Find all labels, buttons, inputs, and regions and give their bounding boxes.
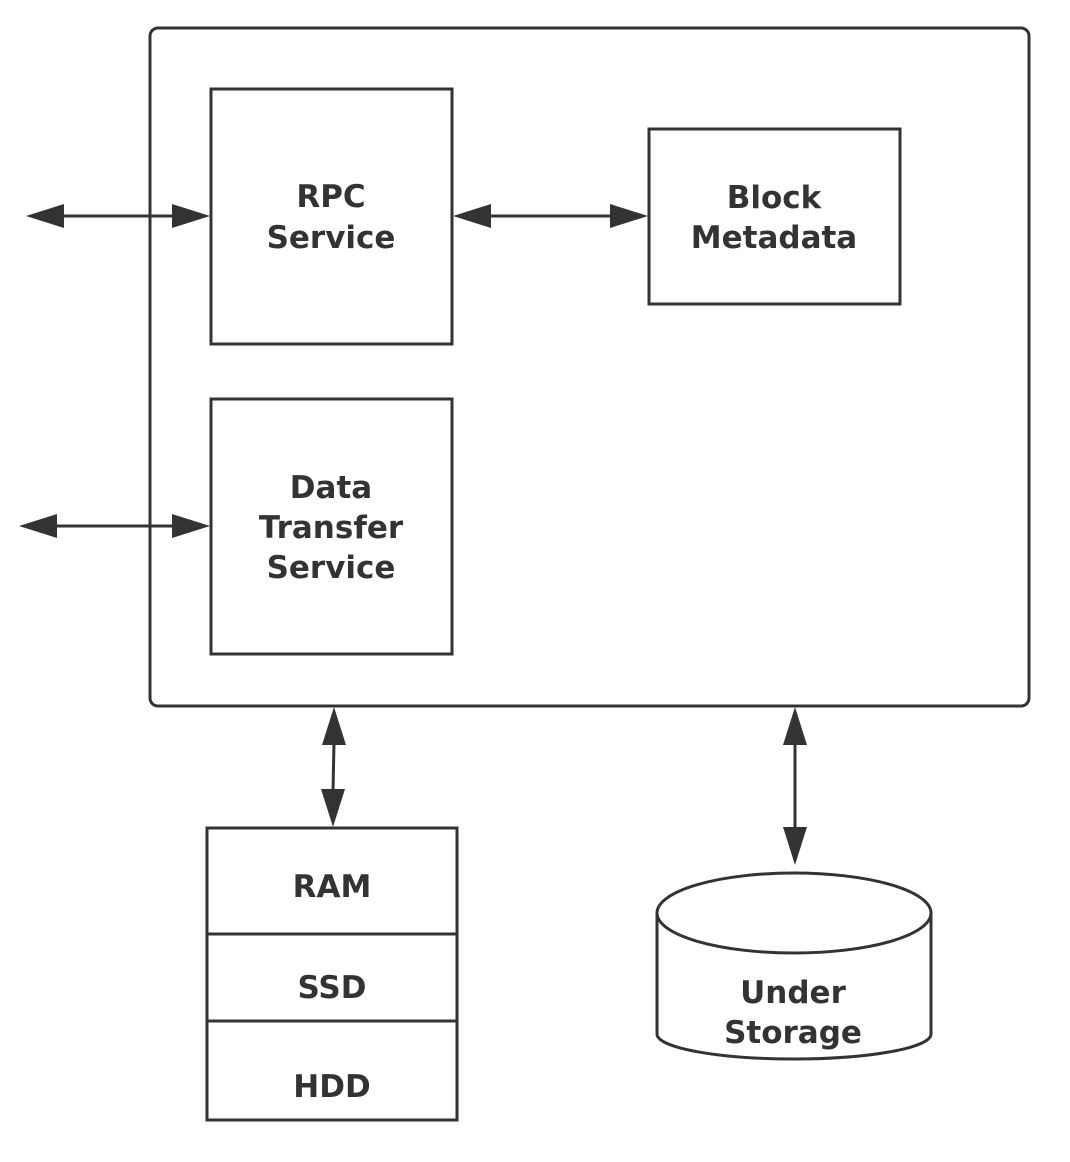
tiered-storage-stack: RAM SSD HDD bbox=[205, 826, 459, 1122]
tier-ssd-label: SSD bbox=[298, 970, 367, 1006]
tier-hdd-label: HDD bbox=[293, 1069, 370, 1105]
block-metadata-label-line-2: Metadata bbox=[691, 220, 857, 256]
worker-tiered-storage-arrow bbox=[321, 707, 346, 827]
rpc-service-label-line-1: RPC bbox=[296, 179, 365, 215]
block-metadata-box: Block Metadata bbox=[647, 127, 902, 306]
rpc-service-label-line-2: Service bbox=[267, 220, 396, 256]
data-transfer-service-label-line-2: Transfer bbox=[259, 510, 404, 546]
data-transfer-service-box: Data Transfer Service bbox=[209, 397, 454, 656]
under-storage-label-line-2: Storage bbox=[724, 1015, 862, 1051]
rpc-service-box: RPC Service bbox=[209, 87, 454, 346]
data-transfer-service-label-line-3: Service bbox=[267, 550, 396, 586]
client-data-transfer-arrow bbox=[19, 514, 210, 538]
data-transfer-service-label-line-1: Data bbox=[290, 470, 372, 506]
client-rpc-arrow bbox=[26, 204, 210, 228]
under-storage-label-line-1: Under bbox=[740, 975, 846, 1011]
worker-under-storage-arrow bbox=[783, 707, 807, 865]
under-storage-cylinder: Under Storage bbox=[655, 871, 933, 1061]
block-metadata-label-line-1: Block bbox=[727, 180, 823, 216]
tier-ram-label: RAM bbox=[293, 869, 372, 905]
rpc-metadata-arrow bbox=[453, 204, 648, 228]
